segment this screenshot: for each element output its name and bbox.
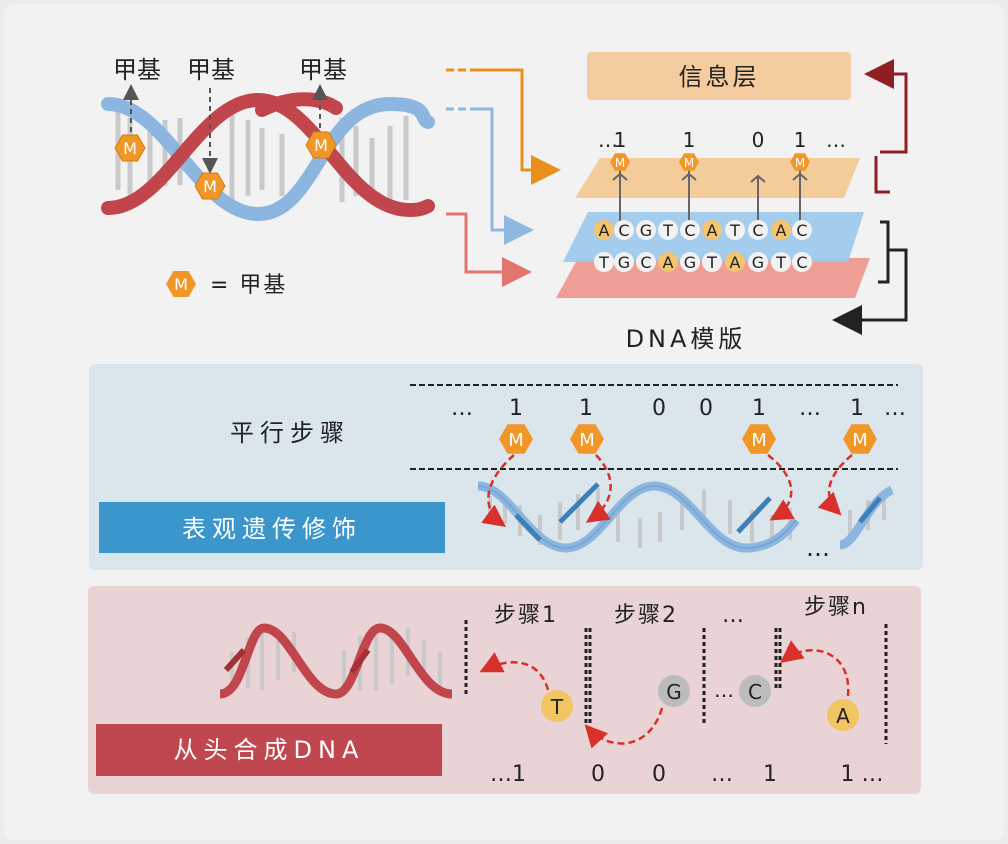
svg-text:0: 0 xyxy=(752,128,765,152)
svg-text:M: M xyxy=(579,430,595,451)
top-dna-helix xyxy=(101,92,435,222)
legend-hexagon-icon xyxy=(166,271,196,297)
strand-bottom: T G C A G T A G T C xyxy=(594,252,812,272)
base-g: G xyxy=(666,680,682,704)
svg-text:G: G xyxy=(640,221,652,240)
methyl-hexagon-3: M xyxy=(305,131,337,159)
svg-text:G: G xyxy=(684,253,696,272)
parallel-red-arrows xyxy=(481,454,853,527)
base-c: C xyxy=(748,680,762,704)
methyl-arrows xyxy=(123,84,328,174)
svg-text:1: 1 xyxy=(752,396,766,421)
svg-text:…: … xyxy=(826,128,846,152)
methyl-hexagon-label: M xyxy=(123,139,137,158)
denovo-bases: T G … C A xyxy=(541,675,859,731)
parallel-methyl-markers: M M M M xyxy=(499,424,877,454)
legend-hexagon-label: M xyxy=(174,275,188,294)
denovo-badge: 从头合成DNA xyxy=(96,724,442,776)
svg-text:M: M xyxy=(751,430,767,451)
svg-text:…: … xyxy=(884,396,906,421)
svg-text:M: M xyxy=(615,156,625,170)
svg-text:0: 0 xyxy=(591,762,605,787)
svg-text:C: C xyxy=(684,221,695,240)
svg-text:T: T xyxy=(775,253,786,272)
svg-text:…: … xyxy=(451,396,473,421)
svg-text:1: 1 xyxy=(850,396,864,421)
svg-text:C: C xyxy=(640,253,651,272)
denovo-dna xyxy=(218,620,468,699)
svg-text:M: M xyxy=(795,156,805,170)
svg-text:A: A xyxy=(599,221,610,240)
svg-text:C: C xyxy=(796,221,807,240)
svg-text:T: T xyxy=(662,221,673,240)
svg-text:…: … xyxy=(598,128,618,152)
strand-top: A C G T C A T C A C xyxy=(594,220,812,240)
step-2-label: 步骤2 xyxy=(614,603,678,628)
svg-text:1: 1 xyxy=(579,396,593,421)
svg-text:1: 1 xyxy=(763,762,777,787)
base-t: T xyxy=(550,695,564,719)
parallel-dna-ellipsis: … xyxy=(806,534,830,562)
svg-text:G: G xyxy=(618,253,630,272)
svg-text:0: 0 xyxy=(652,762,666,787)
denovo-separators xyxy=(584,624,888,744)
svg-text:1: 1 xyxy=(509,396,523,421)
denovo-badge-label: 从头合成DNA xyxy=(174,736,365,764)
flow-arrows xyxy=(446,59,908,335)
svg-text:…: … xyxy=(711,762,733,787)
dna-template-label: DNA模版 xyxy=(626,325,747,353)
methyl-hexagon-label: M xyxy=(203,177,217,196)
svg-text:A: A xyxy=(707,221,718,240)
parallel-badge: 表观遗传修饰 xyxy=(99,502,445,553)
step-1-label: 步骤1 xyxy=(494,603,558,628)
methyl-hexagon-1: M xyxy=(114,134,146,162)
svg-text:C: C xyxy=(796,253,807,272)
svg-text:0: 0 xyxy=(699,396,713,421)
step-ellipsis: … xyxy=(722,603,744,628)
methyl-pins xyxy=(612,170,808,222)
svg-text:1: 1 xyxy=(614,128,627,152)
denovo-bits: …1 0 0 … 1 1 … xyxy=(490,762,884,787)
svg-text:T: T xyxy=(706,253,717,272)
parallel-steps-label: 平行步骤 xyxy=(230,419,350,447)
svg-text:A: A xyxy=(776,221,787,240)
svg-text:1: 1 xyxy=(683,128,696,152)
base-ellipsis: … xyxy=(714,678,734,702)
methyl-label-2: 甲基 xyxy=(187,56,235,84)
denovo-steps: 步骤1 步骤2 … 步骤n xyxy=(494,595,868,628)
svg-text:A: A xyxy=(663,253,674,272)
svg-text:…1: …1 xyxy=(490,762,526,787)
svg-text:M: M xyxy=(508,430,524,451)
methyl-hexagon-2: M xyxy=(194,172,226,200)
legend: M = 甲基 xyxy=(166,271,287,298)
svg-text:M: M xyxy=(852,430,868,451)
methyl-label-3: 甲基 xyxy=(299,56,347,84)
parallel-badge-label: 表观遗传修饰 xyxy=(182,515,362,543)
top-bit-row: … 1 1 0 1 … xyxy=(598,128,846,152)
svg-text:1: 1 xyxy=(794,128,807,152)
svg-text:C: C xyxy=(752,221,763,240)
svg-text:C: C xyxy=(618,221,629,240)
info-layer-label: 信息层 xyxy=(679,63,760,91)
step-n-label: 步骤n xyxy=(804,595,868,620)
svg-text:M: M xyxy=(684,156,694,170)
svg-text:…: … xyxy=(799,396,821,421)
pin-hexagons: M M M xyxy=(610,153,810,171)
methyl-labels: 甲基 甲基 甲基 xyxy=(113,56,347,84)
svg-text:1 …: 1 … xyxy=(841,762,884,787)
denovo-red-arrows xyxy=(479,640,850,749)
legend-text: = 甲基 xyxy=(210,273,287,298)
methyl-label-1: 甲基 xyxy=(113,56,161,84)
svg-text:T: T xyxy=(729,221,740,240)
base-a: A xyxy=(836,704,850,728)
info-layer-box: 信息层 xyxy=(587,52,851,100)
parallel-bits: … 1 1 0 0 1 … 1 … xyxy=(451,396,906,421)
svg-text:A: A xyxy=(730,253,741,272)
svg-text:0: 0 xyxy=(652,396,666,421)
svg-text:G: G xyxy=(752,253,764,272)
methyl-hexagon-label: M xyxy=(314,136,328,155)
svg-text:T: T xyxy=(598,253,609,272)
